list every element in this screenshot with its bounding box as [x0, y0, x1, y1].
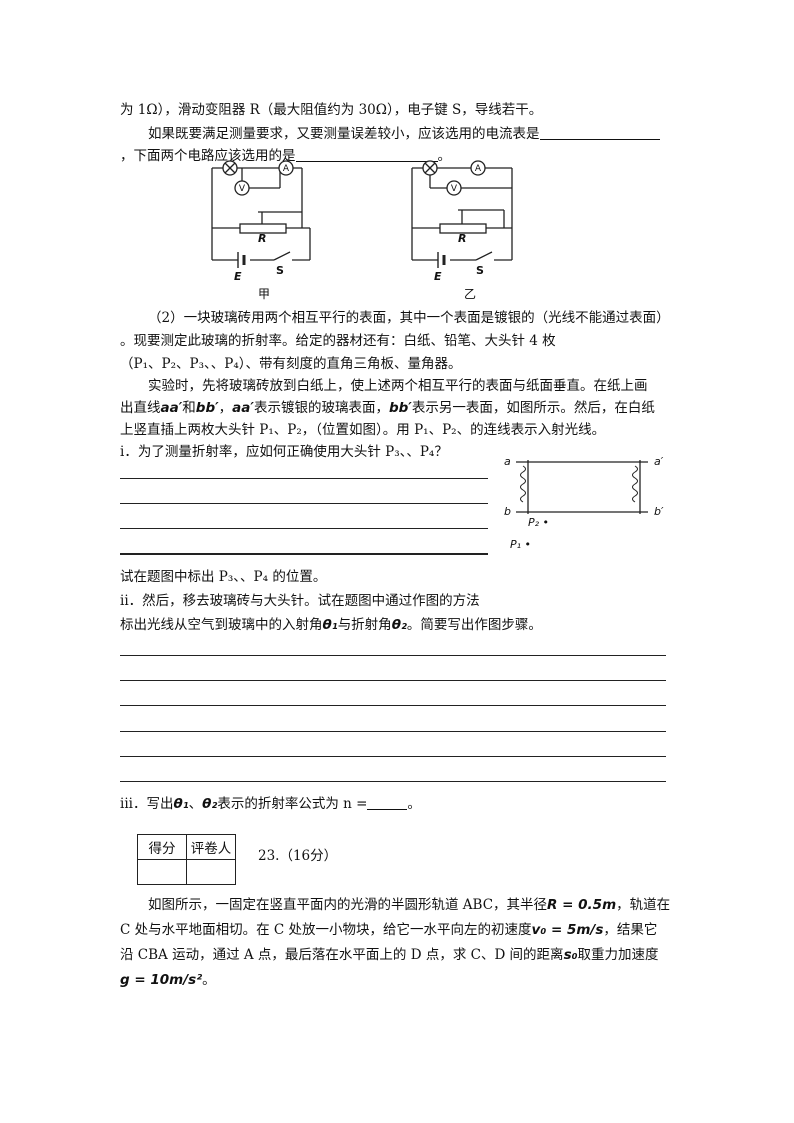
switch-label-right: S: [476, 264, 484, 277]
answer-line-ii-2[interactable]: [120, 680, 666, 681]
voltmeter-icon-left: V: [239, 184, 246, 194]
circuit-left: [211, 167, 311, 261]
question-circuit: ，下面两个电路应该选用的是。: [120, 147, 451, 164]
switch-label-left: S: [276, 264, 284, 277]
answer-line-ii-1[interactable]: [120, 655, 666, 656]
question-ii-line1: ii．然后，移去玻璃砖与大头针。试在题图中通过作图的方法: [120, 593, 480, 609]
answer-line-i-3[interactable]: [120, 528, 488, 529]
glass-block-diagram: a a′ b b′ P₂ • P₁ •: [504, 455, 664, 551]
circuit-caption-right: 乙: [464, 287, 476, 300]
resistor-label-left: R: [258, 232, 266, 245]
battery-label-left: E: [234, 270, 242, 283]
question-iii: iii．写出θ₁、θ₂表示的折射率公式为 n =。: [120, 795, 421, 812]
circuit-diagrams: A V A V R E R E S S 甲 乙: [211, 160, 513, 300]
answer-blank-ammeter[interactable]: [539, 125, 660, 140]
answer-line-i-2[interactable]: [120, 503, 488, 504]
score-table: 得分 评卷人: [137, 834, 236, 885]
answer-line-i-4[interactable]: [120, 553, 488, 555]
question-ii-line2: 标出光线从空气到玻璃中的入射角θ₁与折射角θ₂。简要写出作图步骤。: [120, 617, 542, 633]
glass-label-a: a: [504, 455, 511, 468]
question-i: i．为了测量折射率，应如何正确使用大头针 P₃、、P₄？: [120, 444, 448, 460]
pin-p2: P₂ •: [528, 516, 549, 529]
question-23-header: 23.（16分）: [258, 848, 338, 864]
answer-line-ii-3[interactable]: [120, 705, 666, 706]
q23-line3: 沿 CBA 运动，通过 A 点，最后落在水平面上的 D 点，求 C、D 间的距离…: [120, 947, 659, 963]
battery-label-right: E: [434, 270, 442, 283]
answer-line-ii-5[interactable]: [120, 756, 666, 757]
answer-line-ii-6[interactable]: [120, 781, 666, 782]
q23-line1: 如图所示，一固定在竖直平面内的光滑的半圆形轨道 ABC，其半径R = 0.5m，…: [148, 897, 671, 913]
question-ammeter: 如果既要满足测量要求，又要测量误差较小，应该选用的电流表是: [148, 122, 660, 142]
question-ammeter-text: 如果既要满足测量要求，又要测量误差较小，应该选用的电流表是: [148, 126, 540, 142]
part2-line3: （P₁、P₂、P₃、、P₄）、带有刻度的直角三角板、量角器。: [120, 356, 462, 372]
grader-header: 评卷人: [186, 834, 236, 860]
part3-line3: 上竖直插上两枚大头针 P₁、P₂，（位置如图）。用 P₁、P₂、的连线表示入射光…: [120, 422, 606, 438]
answer-blank-formula[interactable]: [367, 795, 408, 810]
intro-line: 为 1Ω），滑动变阻器 R（最大阻值约为 30Ω），电子键 S，导线若干。: [120, 102, 543, 118]
score-cell[interactable]: [137, 859, 187, 885]
circuit-right: [411, 167, 513, 261]
answer-line-i-1[interactable]: [120, 478, 488, 479]
circuit-caption-left: 甲: [258, 287, 270, 300]
part2-line1: （2）一块玻璃砖用两个相互平行的表面，其中一个表面是镀银的（光线不能通过表面）: [148, 310, 670, 326]
question-circuit-text: ，下面两个电路应该选用的是: [120, 148, 296, 164]
answer-blank-circuit[interactable]: [295, 147, 438, 162]
answer-line-ii-4[interactable]: [120, 731, 666, 732]
resistor-label-right: R: [458, 232, 466, 245]
score-header: 得分: [137, 834, 187, 860]
q23-line4: g = 10m/s²。: [120, 972, 216, 988]
voltmeter-icon-right: V: [451, 184, 458, 194]
part2-line2: 。现要测定此玻璃的折射率。给定的器材还有：白纸、铅笔、大头针 4 枚: [120, 333, 556, 349]
ammeter-icon-right: A: [475, 164, 482, 174]
pin-p1: P₁ •: [510, 538, 531, 551]
part3-line2: 出直线aa′和bb′，aa′表示镀银的玻璃表面，bb′表示另一表面，如图所示。然…: [120, 400, 655, 416]
glass-label-b-prime: b′: [654, 505, 664, 518]
ammeter-icon-left: A: [283, 164, 290, 174]
glass-label-a-prime: a′: [654, 455, 664, 468]
part3-line1: 实验时，先将玻璃砖放到白纸上，使上述两个相互平行的表面与纸面垂直。在纸上画: [148, 378, 648, 394]
glass-label-b: b: [504, 505, 511, 518]
grader-cell[interactable]: [186, 859, 236, 885]
q23-line2: C 处与水平地面相切。在 C 处放一小物块，给它一水平向左的初速度v₀ = 5m…: [120, 922, 658, 938]
question-i-tail: 试在题图中标出 P₃、、P₄ 的位置。: [120, 569, 327, 585]
